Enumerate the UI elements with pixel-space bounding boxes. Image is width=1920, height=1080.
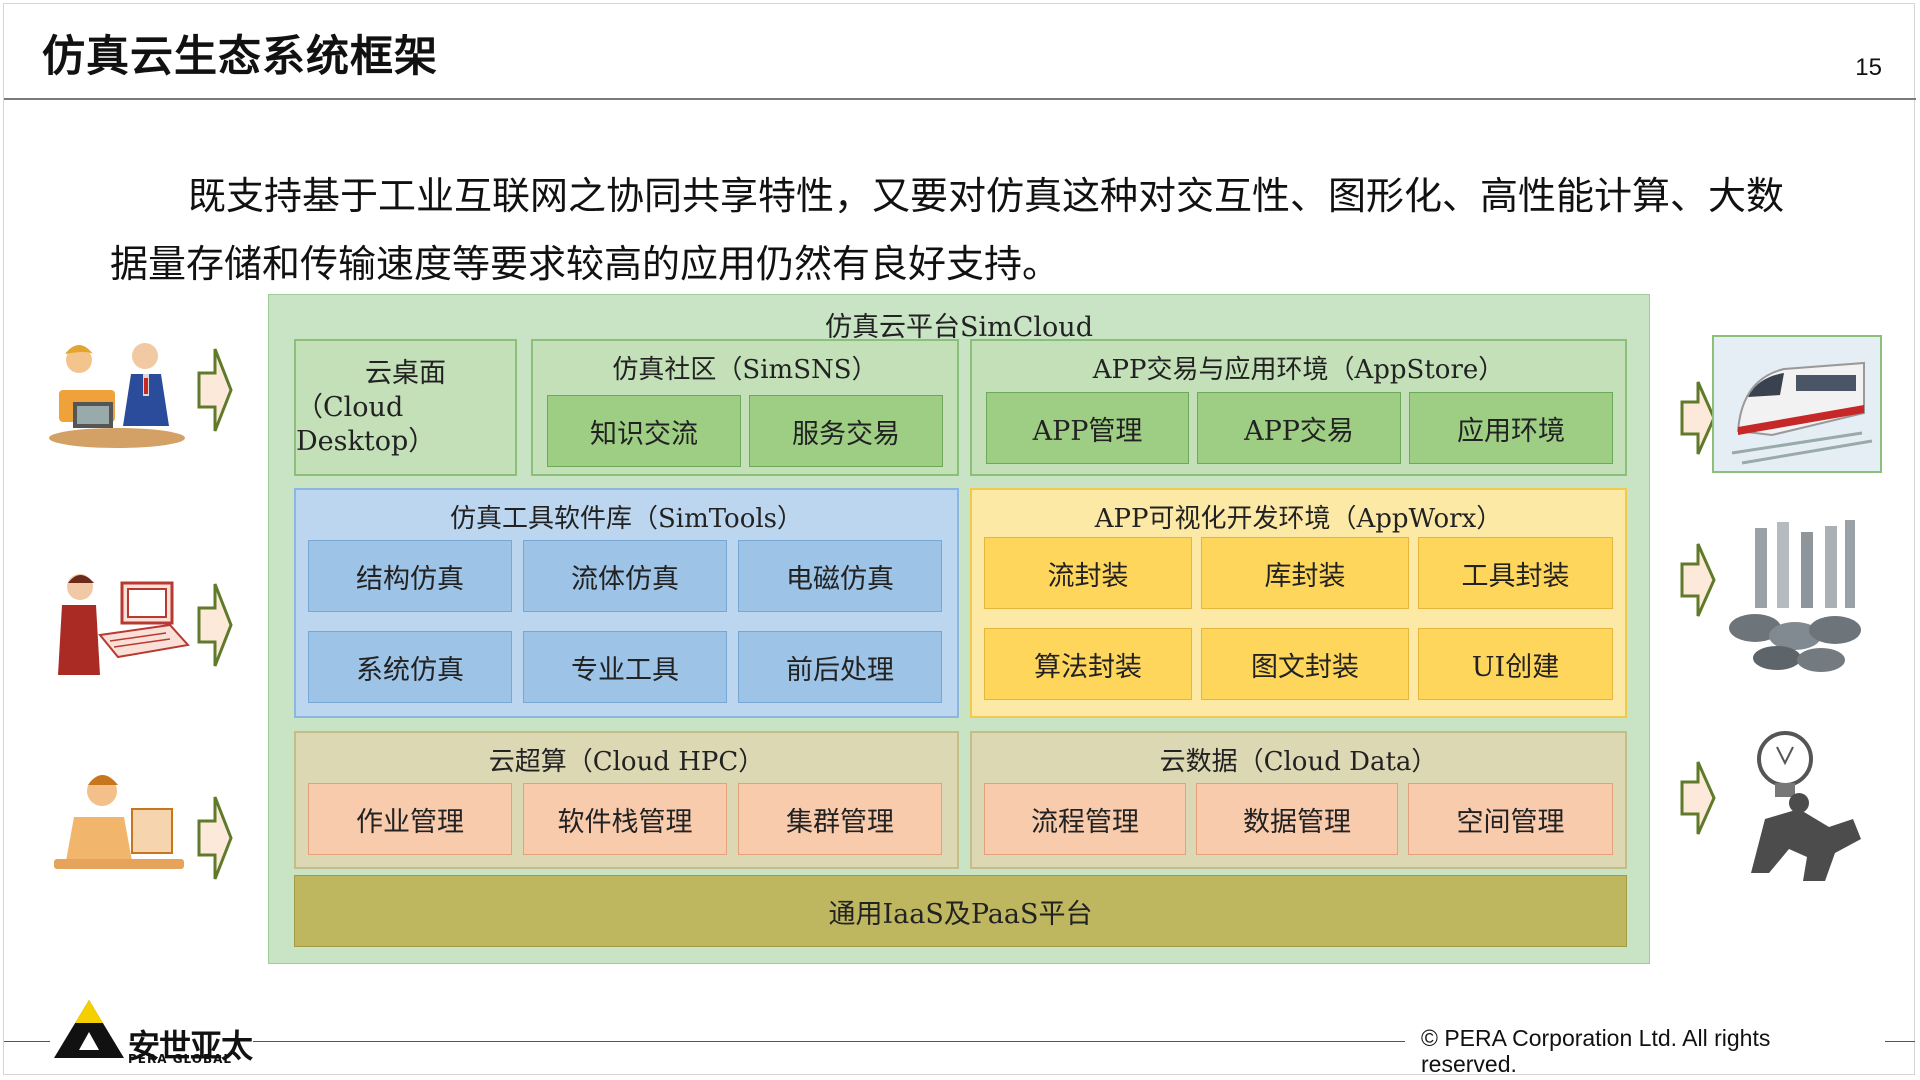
cloud-desktop-panel: 云桌面 （Cloud Desktop） [294,339,517,476]
appstore-panel: APP交易与应用环境（AppStore） APP管理 APP交易 应用环境 [970,339,1627,476]
simtools-item: 流体仿真 [523,540,727,612]
right-arrow-icon [1680,381,1716,455]
appworx-item: 库封装 [1201,537,1409,609]
pera-logo-icon [54,1000,124,1058]
appworx-item: 图文封装 [1201,628,1409,700]
footer-rule-left [4,1041,50,1042]
appworx-item: 流封装 [984,537,1192,609]
cloud-hpc-item: 集群管理 [738,783,942,855]
platform-title: 仿真云平台SimCloud [825,312,1093,343]
right-arrow-icon [197,583,233,667]
simtools-item: 前后处理 [738,631,942,703]
simtools-item: 结构仿真 [308,540,512,612]
mechanical-parts-icon [1729,520,1861,672]
cloud-data-panel: 云数据（Cloud Data） 流程管理 数据管理 空间管理 [970,731,1627,869]
slide-title: 仿真云生态系统框架 [42,32,438,82]
appworx-panel: APP可视化开发环境（AppWorx） 流封装 库封装 工具封装 算法封装 图文… [970,488,1627,718]
cloud-data-title: 云数据（Cloud Data） [1159,747,1438,777]
simsns-item: 服务交易 [749,395,943,467]
cloud-data-item: 空间管理 [1408,783,1613,855]
title-divider [4,98,1916,100]
cloud-hpc-title: 云超算（Cloud HPC） [488,747,765,777]
appworx-item: 算法封装 [984,628,1192,700]
cloud-data-item: 数据管理 [1196,783,1398,855]
simtools-item: 电磁仿真 [738,540,942,612]
logo-chinese-text: 安世亚太 [128,1027,253,1065]
footer-rule-middle [253,1041,1405,1042]
cloud-desktop-sublabel: （Cloud Desktop） [296,391,436,457]
cloud-hpc-panel: 云超算（Cloud HPC） 作业管理 软件栈管理 集群管理 [294,731,959,869]
right-arrow-icon [197,348,233,432]
cloud-desktop-label: 云桌面 [365,357,446,389]
appstore-item: 应用环境 [1409,392,1613,464]
man-at-laptop-icon [54,775,184,869]
appstore-item: APP交易 [1197,392,1401,464]
cloud-hpc-item: 作业管理 [308,783,512,855]
appworx-item: 工具封装 [1418,537,1613,609]
cloud-hpc-item: 软件栈管理 [523,783,727,855]
simsns-item: 知识交流 [547,395,741,467]
simtools-title: 仿真工具软件库（SimTools） [449,504,804,534]
engineer-at-computer-icon [58,574,190,675]
simtools-item: 系统仿真 [308,631,512,703]
simtools-item: 专业工具 [523,631,727,703]
footer-rule-right [1885,1041,1915,1042]
appstore-item: APP管理 [986,392,1189,464]
simsns-panel: 仿真社区（SimSNS） 知识交流 服务交易 [531,339,959,476]
logo-english-text: PERA GLOBAL [128,1052,233,1066]
right-arrow-icon [1680,761,1716,835]
business-meeting-icon [49,343,185,448]
appstore-title: APP交易与应用环境（AppStore） [1092,355,1505,385]
iaas-paas-bar: 通用IaaS及PaaS平台 [294,875,1627,947]
simsns-title: 仿真社区（SimSNS） [612,355,878,385]
cloud-data-item: 流程管理 [984,783,1186,855]
train-icon [1712,335,1882,473]
copyright-notice: © PERA Corporation Ltd. All rights reser… [1421,1025,1771,1077]
appworx-item: UI创建 [1418,628,1613,700]
intro-paragraph: 既支持基于工业互联网之协同共享特性，又要对仿真这种对交互性、图形化、高性能计算、… [110,174,1785,286]
lightbulb-idea-icon [1751,731,1861,881]
appworx-title: APP可视化开发环境（AppWorx） [1094,504,1503,534]
page-number: 15 [1855,54,1882,81]
right-arrow-icon [197,796,233,880]
simtools-panel: 仿真工具软件库（SimTools） 结构仿真 流体仿真 电磁仿真 系统仿真 专业… [294,488,959,718]
right-arrow-icon [1680,543,1716,617]
simcloud-platform: 仿真云平台SimCloud 云桌面 （Cloud Desktop） 仿真社区（S… [268,294,1650,964]
slide-frame [3,3,1915,1075]
